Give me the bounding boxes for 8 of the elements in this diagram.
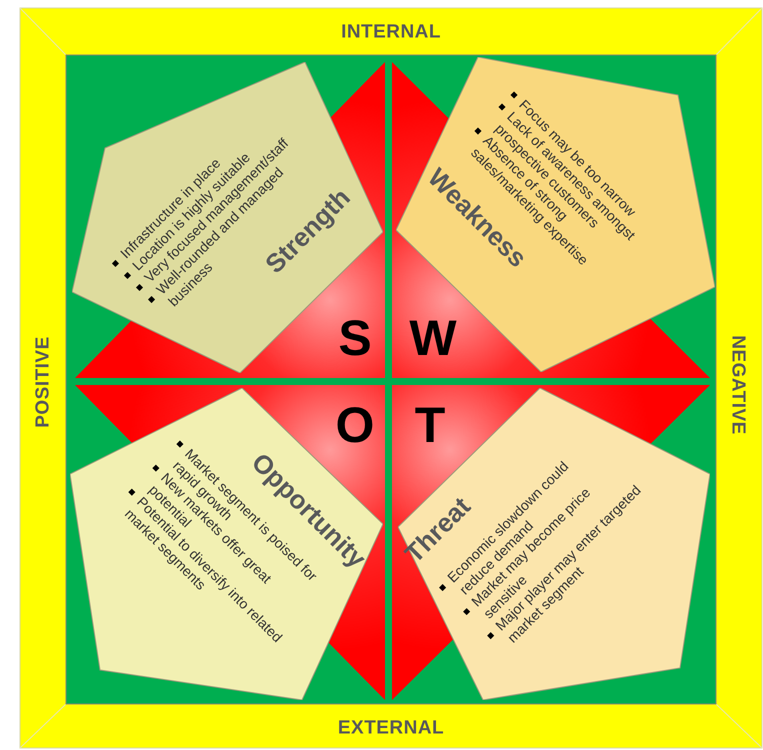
swot-letter: S	[338, 313, 372, 363]
axis-label: POSITIVE	[34, 336, 52, 428]
axis-label: NEGATIVE	[728, 335, 748, 435]
swot-letter: T	[414, 400, 446, 450]
axis-label: INTERNAL	[341, 22, 441, 42]
swot-letter: O	[336, 400, 374, 450]
axis-label: EXTERNAL	[338, 718, 444, 738]
swot-letter: W	[409, 313, 457, 363]
